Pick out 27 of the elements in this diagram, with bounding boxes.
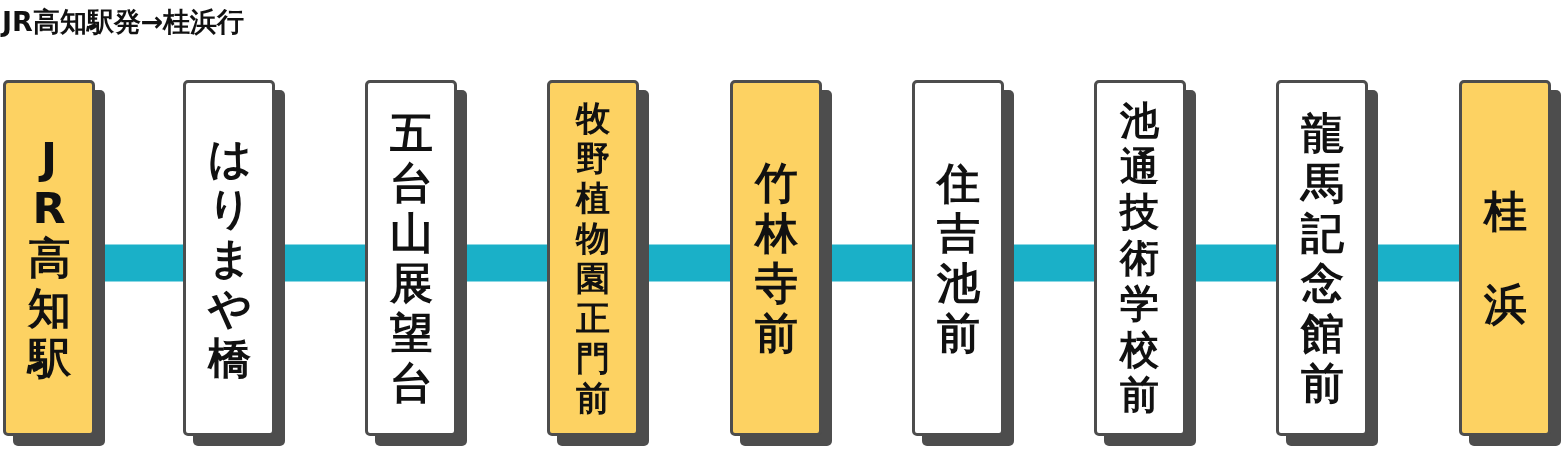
station-name: JR高知駅 (27, 133, 71, 383)
route-line (1378, 244, 1459, 282)
route-line (649, 244, 730, 282)
station-sign (547, 80, 649, 446)
title: JR高知駅発→桂浜行 (2, 5, 245, 39)
station-sign (912, 80, 1014, 446)
route-line (285, 244, 365, 282)
route-line (467, 244, 547, 282)
station-name: 牧野植物園正門前 (575, 98, 611, 418)
station-name: 竹林寺前 (754, 158, 798, 358)
route-line (105, 244, 183, 282)
station-name: 住吉池前 (936, 158, 980, 358)
route-line (1196, 244, 1276, 282)
route-line (832, 244, 912, 282)
route-line (1014, 244, 1094, 282)
station-sign (183, 80, 285, 446)
station-sign (1459, 80, 1561, 446)
station-sign (3, 80, 105, 446)
station-sign (730, 80, 832, 446)
station-sign (365, 80, 467, 446)
station-name: 龍馬記念館前 (1300, 108, 1344, 408)
station-name: 池通技術学校前 (1120, 98, 1160, 418)
station-name: はりまや橋 (207, 133, 251, 383)
station-name: 五台山展望台 (389, 108, 433, 408)
station-name: 桂浜 (1483, 185, 1527, 331)
station-sign (1276, 80, 1378, 446)
station-sign (1094, 80, 1196, 446)
